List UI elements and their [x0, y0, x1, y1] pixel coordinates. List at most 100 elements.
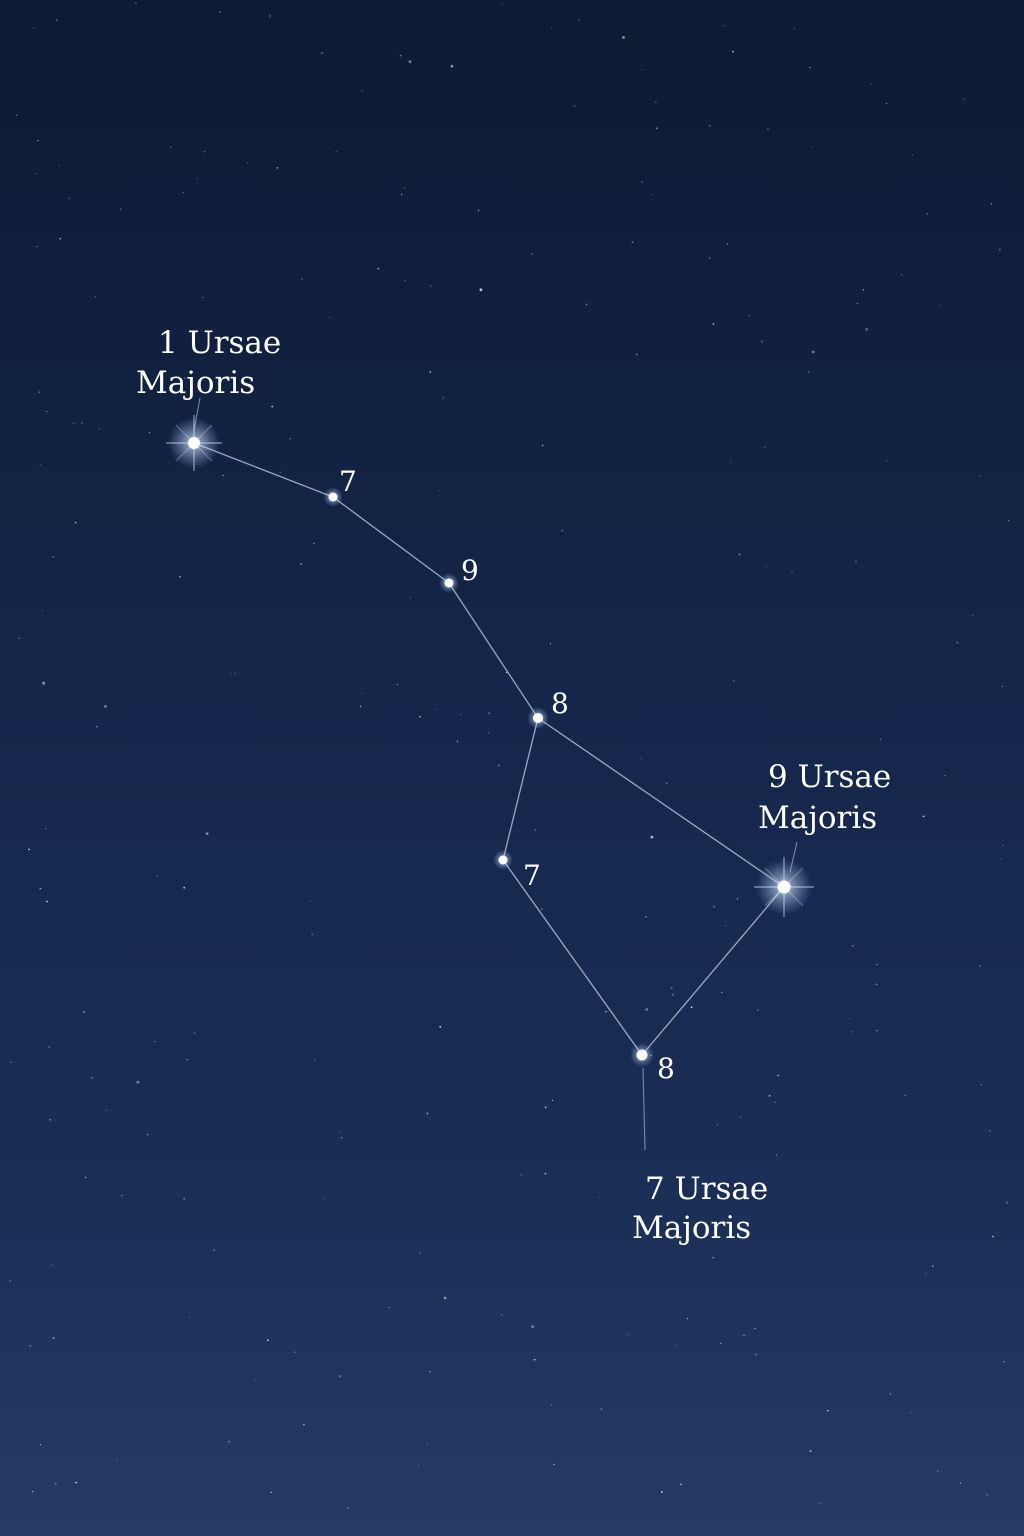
background-star — [339, 1375, 342, 1378]
background-star — [426, 1444, 428, 1446]
background-star — [675, 1345, 677, 1347]
background-star — [95, 295, 97, 298]
background-star — [670, 987, 673, 990]
background-star — [551, 1099, 554, 1101]
background-star — [880, 738, 882, 740]
background-star — [46, 410, 48, 413]
background-star — [417, 1464, 419, 1466]
background-star — [811, 350, 815, 354]
background-star — [791, 571, 793, 573]
background-star — [600, 1408, 602, 1410]
background-star — [628, 1334, 630, 1336]
background-star — [361, 692, 363, 694]
background-star — [922, 815, 925, 818]
background-star — [541, 908, 543, 910]
background-star — [811, 146, 813, 148]
background-star — [169, 146, 172, 148]
background-star — [909, 1412, 912, 1414]
background-star — [377, 267, 380, 270]
background-star — [228, 1441, 230, 1443]
background-star — [937, 1470, 939, 1472]
background-star — [82, 1011, 85, 1013]
line-7a-to-9a — [332, 496, 450, 584]
background-star — [956, 641, 959, 644]
background-star — [38, 391, 40, 393]
background-star — [429, 1371, 431, 1373]
constellation-stars — [166, 415, 814, 1067]
background-star — [488, 712, 490, 714]
background-star — [1003, 1361, 1005, 1363]
background-star — [98, 428, 100, 430]
star-9-a — [439, 573, 459, 593]
background-star — [121, 1194, 123, 1197]
background-star — [91, 1077, 93, 1079]
background-star — [726, 243, 729, 245]
line-7b-to-8b — [502, 859, 643, 1056]
star-9-ursae-majoris — [754, 857, 814, 917]
background-star — [213, 1249, 215, 1251]
background-star — [963, 98, 965, 100]
background-star — [45, 828, 47, 830]
background-star — [849, 1018, 851, 1020]
background-star — [205, 832, 209, 835]
background-star — [37, 140, 39, 142]
background-star — [85, 1176, 87, 1179]
background-star — [1008, 520, 1010, 522]
background-star — [247, 162, 249, 164]
background-star — [189, 1317, 191, 1319]
background-star — [218, 11, 221, 13]
background-star — [498, 764, 500, 767]
background-star — [661, 1491, 663, 1493]
background-star — [544, 1172, 547, 1175]
background-star — [71, 1303, 73, 1305]
background-star — [479, 288, 483, 292]
background-star — [329, 316, 331, 319]
background-star — [808, 371, 810, 373]
background-star — [321, 52, 323, 54]
background-star — [732, 50, 734, 53]
background-star — [645, 915, 647, 918]
background-star — [478, 209, 480, 212]
background-star — [777, 783, 779, 786]
background-star — [655, 127, 658, 130]
background-star — [18, 637, 20, 639]
background-star — [442, 397, 444, 399]
background-star — [183, 1198, 185, 1200]
background-star — [764, 446, 766, 448]
background-star — [39, 887, 42, 890]
background-star — [743, 1334, 745, 1337]
background-star — [549, 643, 552, 645]
background-star — [39, 1444, 42, 1446]
label-9-ursae-majoris-line2: Majoris — [758, 800, 877, 836]
background-star — [301, 278, 303, 280]
label-leaders — [193, 397, 798, 1151]
background-star — [42, 681, 45, 685]
background-star — [738, 553, 741, 556]
background-star — [96, 725, 98, 728]
background-star — [56, 19, 58, 22]
background-star — [876, 1030, 878, 1032]
background-star — [809, 66, 811, 69]
background-star — [730, 461, 732, 463]
label-7-ursae-majoris-line2: Majoris — [632, 1210, 751, 1246]
background-star — [989, 1130, 991, 1132]
background-star — [533, 1358, 536, 1361]
label-1-ursae-majoris-line2: Majoris — [136, 365, 255, 401]
star-8-b — [630, 1043, 654, 1067]
background-star — [857, 302, 859, 304]
background-star — [186, 1059, 188, 1061]
background-star — [429, 371, 432, 373]
background-star — [335, 151, 337, 153]
background-star — [203, 151, 206, 153]
background-star — [716, 1124, 719, 1126]
background-star — [148, 432, 151, 434]
background-star — [135, 2, 137, 4]
background-star — [723, 25, 725, 27]
background-star — [605, 1010, 607, 1013]
background-star — [340, 1137, 343, 1139]
background-star — [266, 1339, 269, 1342]
background-star — [403, 187, 406, 189]
background-star — [147, 1134, 149, 1136]
background-star — [680, 1483, 682, 1486]
background-star — [972, 614, 974, 616]
